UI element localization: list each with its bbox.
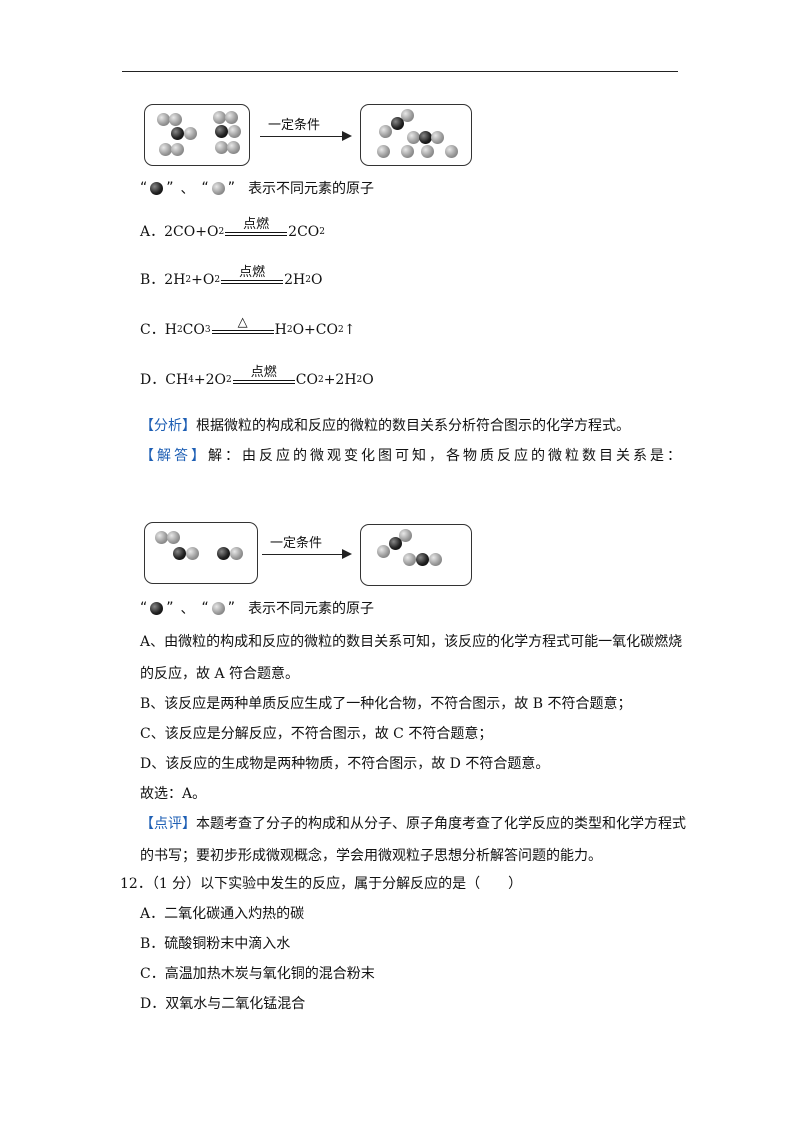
gray-atom [213, 111, 226, 124]
analysis: 【分析】根据微粒的构成和反应的微粒的数目关系分析符合图示的化学方程式。 [140, 416, 630, 436]
arrow-head-icon [342, 131, 352, 141]
product-box [360, 104, 472, 166]
gray-atom [377, 145, 390, 158]
reaction-arrow [262, 554, 344, 555]
gray-atom [171, 143, 184, 156]
gray-atom [186, 547, 199, 560]
black-atom [217, 547, 230, 560]
gray-atom [431, 131, 444, 144]
gray-atom [215, 141, 228, 154]
black-atom [416, 553, 429, 566]
legend-text: 表示不同元素的原子 [248, 181, 375, 197]
gray-atom [399, 529, 412, 542]
gray-atom [403, 553, 416, 566]
q12-choice-b: B．硫酸铜粉末中滴入水 [140, 936, 291, 952]
comment-tag: 【点评】 [140, 816, 196, 832]
gray-atom [167, 531, 180, 544]
gray-atom-icon [211, 601, 225, 615]
black-atom [391, 117, 404, 130]
header-rule [122, 71, 678, 72]
condition-label: 一定条件 [268, 118, 321, 133]
explain-a-1: A、由微粒的构成和反应的微粒的数目关系可知，该反应的化学方程式可能一氧化碳燃烧 [140, 634, 683, 650]
black-atom [171, 127, 184, 140]
question-12-stem: 12．（1 分）以下实验中发生的反应，属于分解反应的是（ ） [120, 876, 523, 892]
analysis-tag: 【分析】 [140, 418, 196, 434]
final-choice: 故选：A。 [140, 786, 207, 802]
reaction-figure-1: 一定条件 [140, 98, 480, 208]
gray-atom [377, 545, 390, 558]
analysis-text: 根据微粒的构成和反应的微粒的数目关系分析符合图示的化学方程式。 [196, 418, 630, 434]
gray-atom-icon [211, 181, 225, 195]
separator: 、 [180, 181, 195, 197]
comment-text: 本题考查了分子的构成和从分子、原子角度考查了化学反应的类型和化学方程式 [196, 816, 686, 832]
gray-atom [407, 131, 420, 144]
reactant-box [144, 104, 250, 166]
answer-text: 解：由反应的微观变化图可知，各物质反应的微粒数目关系是： [208, 448, 684, 464]
explain-d: D、该反应的生成物是两种物质，不符合图示，故 D 不符合题意。 [140, 756, 550, 772]
reaction-figure-2: 一定条件 [140, 518, 480, 628]
black-atom [173, 547, 186, 560]
gray-atom [421, 145, 434, 158]
legend-2: “ ” 、 “ ” 表示不同元素的原子 [140, 598, 374, 618]
separator: 、 [180, 601, 195, 617]
gray-atom [227, 141, 240, 154]
gray-atom [155, 531, 168, 544]
gray-atom [429, 553, 442, 566]
product-box [360, 524, 472, 586]
arrow-head-icon [342, 549, 352, 559]
quote: “ [140, 600, 148, 616]
explain-b: B、该反应是两种单质反应生成了一种化合物，不符合图示，故 B 不符合题意； [140, 696, 632, 712]
legend-1: “ ” 、 “ ” 表示不同元素的原子 [140, 178, 374, 198]
explain-c: C、该反应是分解反应，不符合图示，故 C 不符合题意； [140, 726, 493, 742]
black-atom [215, 125, 228, 138]
q12-choice-d: D．双氧水与二氧化锰混合 [140, 996, 306, 1012]
gray-atom [157, 113, 170, 126]
gray-atom [159, 143, 172, 156]
condition-label: 一定条件 [270, 536, 323, 551]
q12-choice-a: A．二氧化碳通入灼热的碳 [140, 906, 305, 922]
comment: 【点评】本题考查了分子的构成和从分子、原子角度考查了化学反应的类型和化学方程式 [140, 814, 686, 834]
gray-atom [169, 113, 182, 126]
black-atom-icon [150, 181, 164, 195]
gray-atom [445, 145, 458, 158]
explain-a-2: 的反应，故 A 符合题意。 [140, 666, 300, 682]
quote: ” [166, 600, 174, 616]
black-atom [389, 537, 402, 550]
q12-choice-c: C．高温加热木炭与氧化铜的混合粉末 [140, 966, 375, 982]
quote: ” [227, 180, 236, 196]
legend-text: 表示不同元素的原子 [248, 601, 375, 617]
black-atom-icon [150, 601, 164, 615]
comment-cont: 的书写；要初步形成微观概念，学会用微观粒子思想分析解答问题的能力。 [140, 848, 602, 864]
gray-atom [228, 125, 241, 138]
gray-atom [401, 145, 414, 158]
answer-tag: 【解答】 [140, 448, 208, 464]
quote: “ [201, 180, 209, 196]
gray-atom [401, 109, 414, 122]
reactant-box [144, 522, 258, 584]
gray-atom [225, 111, 238, 124]
black-atom [419, 131, 432, 144]
quote: “ [140, 180, 148, 196]
reaction-arrow [260, 136, 344, 137]
quote: ” [166, 180, 174, 196]
quote: “ [201, 600, 209, 616]
gray-atom [230, 547, 243, 560]
quote: ” [227, 600, 236, 616]
gray-atom [379, 125, 392, 138]
answer: 【解答】解：由反应的微观变化图可知，各物质反应的微粒数目关系是： [140, 446, 684, 466]
gray-atom [184, 127, 197, 140]
